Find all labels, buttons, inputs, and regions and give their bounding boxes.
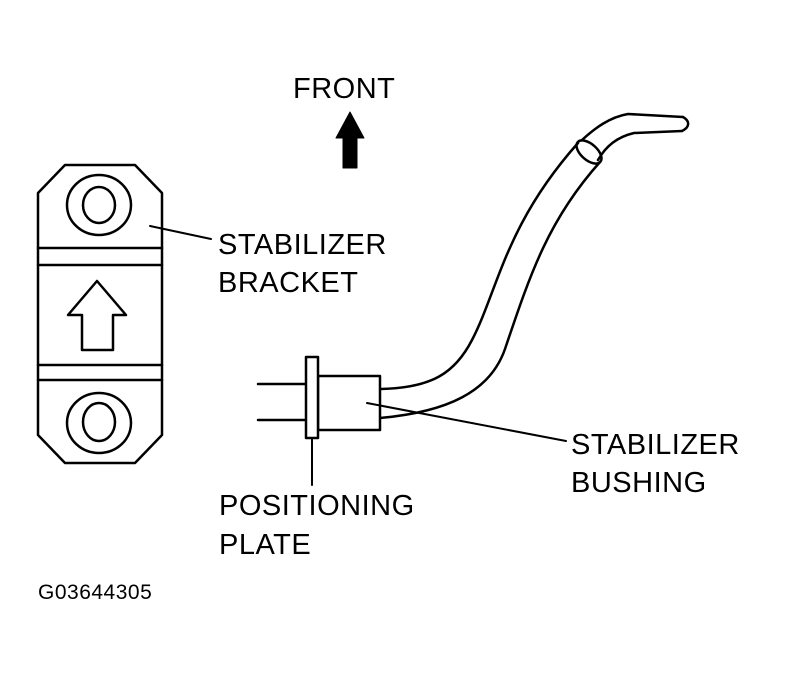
front-label: FRONT [293,73,396,105]
stabilizer-bracket [36,163,164,465]
positioning-plate-label-line1: POSITIONING [219,490,415,522]
stabilizer-bracket-label-line2: BRACKET [218,267,359,299]
stabilizer-bar [256,112,690,422]
positioning-plate-label-line2: PLATE [219,529,312,561]
stabilizer-bushing-label-line1: STABILIZER [571,429,740,461]
stabilizer-bushing-label-line2: BUSHING [571,467,707,499]
front-arrow-icon [335,111,365,169]
bracket-up-arrow-icon [66,279,128,352]
bracket-bolt-hole-top [65,173,133,237]
bracket-bolt-hole-bottom [65,391,133,455]
figure-code: G03644305 [38,581,153,604]
bracket-leader-line [149,225,212,240]
stabilizer-bracket-label-line1: STABILIZER [218,229,387,261]
positioning-plate [304,355,320,440]
bushing-leader-line [366,402,567,442]
